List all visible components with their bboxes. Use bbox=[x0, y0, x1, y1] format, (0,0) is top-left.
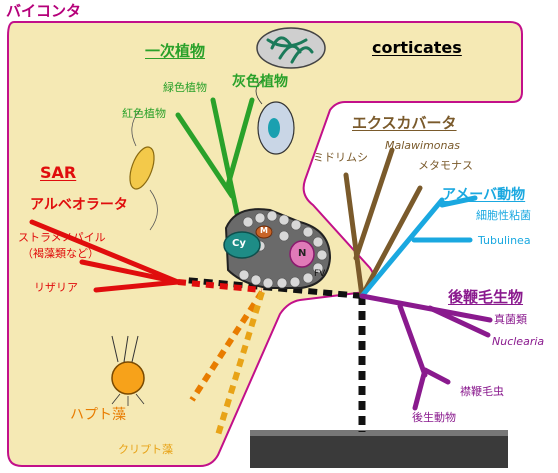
haptophyte-branch bbox=[189, 290, 265, 402]
metamonada-label: メタモナス bbox=[418, 159, 473, 172]
sar-label: SAR bbox=[40, 163, 77, 182]
ground-base bbox=[250, 430, 508, 468]
stramenopiles-note: （褐藻類など） bbox=[22, 247, 99, 260]
choanoflagellates-label: 襟鞭毛虫 bbox=[460, 385, 504, 398]
rhizaria-label: リザリア bbox=[34, 281, 78, 294]
ground-base-highlight bbox=[250, 430, 508, 436]
haptophyte-cell bbox=[111, 335, 145, 406]
haptophytes-label: ハプト藻 bbox=[70, 407, 126, 423]
corticates-label: corticates bbox=[372, 38, 462, 57]
green-algae-cell bbox=[255, 79, 295, 155]
cryptophytes-label: クリプト藻 bbox=[118, 443, 173, 456]
mitochondrion-label: M bbox=[260, 226, 268, 235]
tubulinea-label: Tubulinea bbox=[478, 234, 531, 247]
fungi-label: 真菌類 bbox=[494, 313, 527, 326]
amoebozoa-label: アメーバ動物 bbox=[442, 187, 526, 203]
stramenopiles-label: ストラメノパイル bbox=[18, 231, 106, 244]
cryptophyte-branch bbox=[215, 291, 265, 436]
food-vacuole-label: FV bbox=[314, 269, 326, 279]
opisthokonta-label: 後鞭毛生物 bbox=[448, 288, 524, 306]
green-plants-label: 緑色植物 bbox=[163, 81, 207, 94]
primary-plants-branches bbox=[175, 97, 255, 221]
euglenozoa-label: ミドリムシ bbox=[313, 151, 368, 164]
sar-stem bbox=[177, 279, 263, 293]
opisthokonta-branches bbox=[359, 293, 493, 411]
alveolata-label: アルベオラータ bbox=[30, 197, 128, 213]
amoebozoa-branches bbox=[359, 195, 478, 299]
slime-molds-label: 細胞性粘菌 bbox=[476, 209, 531, 222]
red-algae-label: 紅色植物 bbox=[122, 107, 166, 120]
alveolate-cell bbox=[129, 109, 158, 231]
glaucophyte-cell bbox=[256, 27, 326, 69]
cytostome-label: Cy bbox=[232, 238, 246, 249]
sar-branches bbox=[29, 219, 181, 293]
primary-plants-label: 一次植物 bbox=[145, 42, 206, 60]
malawimonas-label: Malawimonas bbox=[385, 139, 460, 152]
excavata-branches bbox=[343, 147, 423, 299]
excavata-label: エクスカバータ bbox=[352, 114, 457, 132]
nuclearia-label: Nuclearia bbox=[492, 335, 545, 348]
glaucophytes-label: 灰色植物 bbox=[232, 74, 288, 90]
nucleus-label: N bbox=[298, 248, 307, 259]
bicont-title: バイコンタ bbox=[6, 2, 82, 20]
animals-label: 後生動物 bbox=[412, 411, 456, 424]
ancestral-cell bbox=[223, 208, 332, 289]
